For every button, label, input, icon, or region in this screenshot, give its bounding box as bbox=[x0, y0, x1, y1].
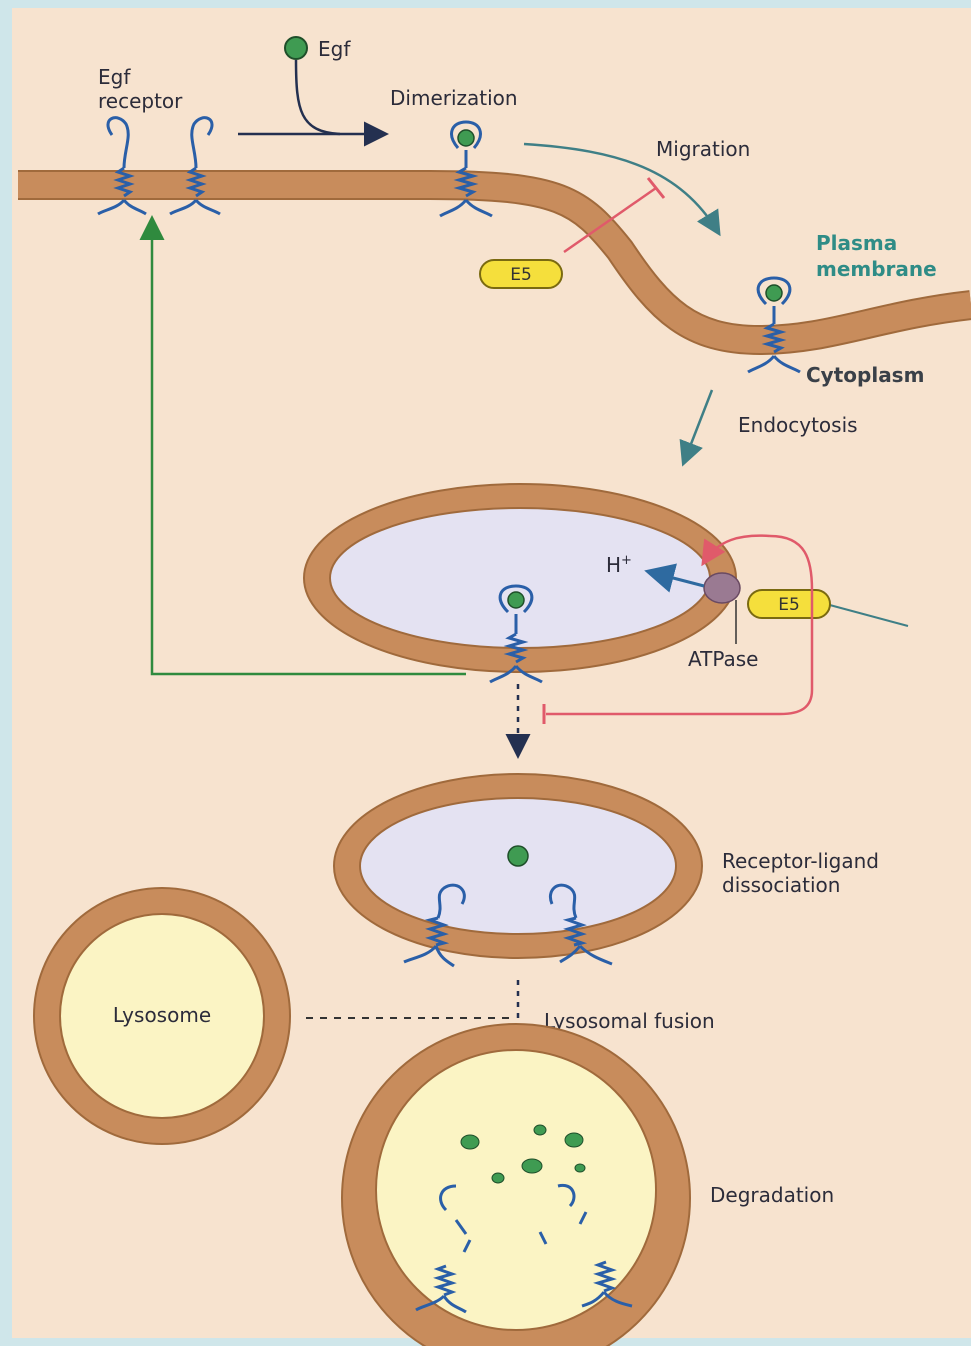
cytoplasm-label: Cytoplasm bbox=[806, 363, 924, 387]
e5-atpase-pointer bbox=[826, 604, 908, 626]
plasma-membrane-label-line2: membrane bbox=[816, 257, 937, 281]
dimerized-receptor bbox=[440, 122, 492, 216]
svg-text:E5: E5 bbox=[510, 265, 532, 285]
endocytosis-arrow bbox=[684, 390, 712, 462]
ligand-binding-arrow bbox=[296, 60, 340, 134]
plasma-membrane-label-line1: Plasma bbox=[816, 231, 897, 255]
atpase-icon bbox=[704, 573, 740, 603]
svg-text:E5: E5 bbox=[778, 595, 800, 615]
lysosomal-fusion-label: Lysosomal fusion bbox=[544, 1009, 715, 1033]
degradation-vesicle bbox=[342, 1024, 690, 1346]
egf-ligand-icon bbox=[285, 37, 307, 59]
endocytosis-label: Endocytosis bbox=[738, 413, 858, 437]
free-ligand-icon bbox=[508, 846, 528, 866]
dimerization-label: Dimerization bbox=[390, 86, 518, 110]
migration-label: Migration bbox=[656, 137, 750, 161]
receptor-ligand-label-line2: dissociation bbox=[722, 873, 840, 897]
receptor-ligand-label-line1: Receptor-ligand bbox=[722, 849, 879, 873]
lysosome-label: Lysosome bbox=[113, 1003, 211, 1027]
egf-receptor-label-line1: Egf bbox=[98, 65, 131, 89]
degradation-label: Degradation bbox=[710, 1183, 834, 1207]
e5-tag-top: E5 bbox=[480, 260, 562, 288]
egf-ligand-label: Egf bbox=[318, 37, 351, 61]
e5-tag-atpase: E5 bbox=[748, 590, 830, 618]
inhibition-bar-icon bbox=[648, 178, 664, 198]
atpase-label: ATPase bbox=[688, 647, 759, 671]
egf-receptor-label-line2: receptor bbox=[98, 89, 183, 113]
